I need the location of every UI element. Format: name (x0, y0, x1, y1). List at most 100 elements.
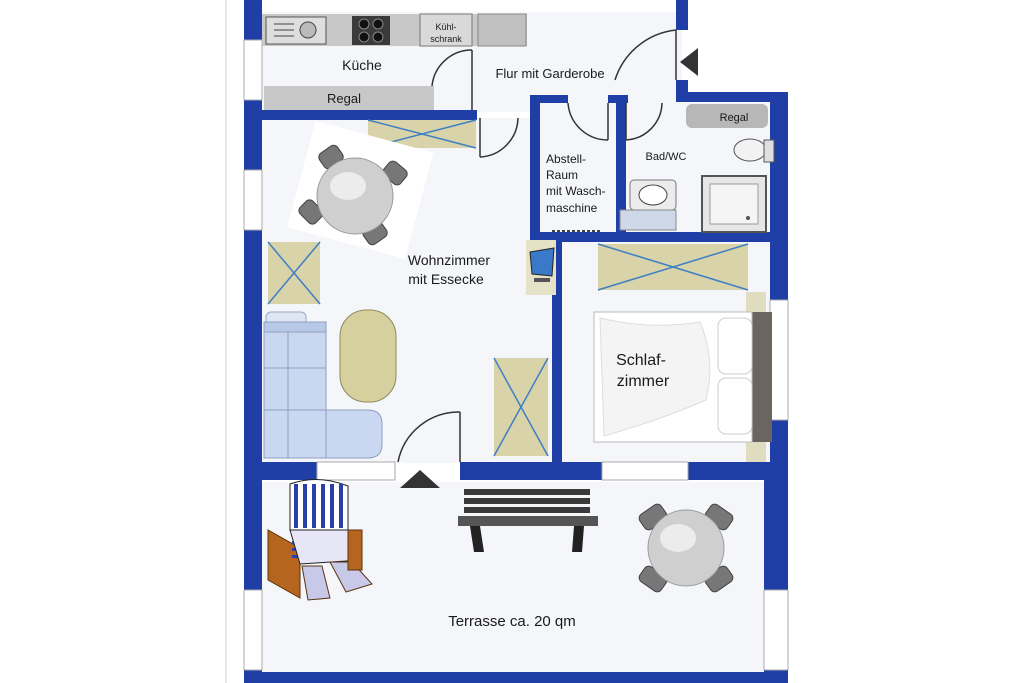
dining-set (287, 120, 434, 259)
strandkorb-stripe (330, 484, 334, 528)
table-highlight (660, 524, 696, 552)
duvet (599, 317, 711, 437)
window-terrace-left (243, 589, 263, 671)
vanity (619, 209, 677, 231)
cabinet-living-right-cross (493, 357, 549, 457)
wall-terrace-c (688, 462, 788, 480)
strandkorb-side-right (347, 529, 363, 571)
window-living (243, 169, 263, 231)
burner (358, 18, 370, 30)
dining-chair (298, 199, 324, 225)
tv-screen-icon (529, 247, 555, 277)
label-bad: Bad/WC (646, 151, 687, 163)
kitchen-cabinet (477, 13, 527, 47)
burner (358, 31, 370, 43)
kitchen-counter (262, 13, 527, 110)
shower-drain-icon (746, 216, 750, 220)
terrace-dining-set (638, 503, 734, 593)
window-kitchen (243, 39, 263, 101)
bench (458, 489, 598, 552)
wall-bath-top (676, 92, 788, 102)
abstell-door-arc (567, 102, 609, 141)
sofa (263, 309, 397, 459)
label-wohnzimmer-1: Wohnzimmer (408, 252, 491, 268)
cabinets (267, 119, 749, 457)
wall-bedroom-top (530, 232, 780, 242)
strandkorb (267, 479, 373, 601)
strandkorb-stripe (312, 484, 316, 528)
entrance-door-arc (614, 29, 677, 81)
sofa-chaise (325, 409, 383, 459)
label-regal-kueche: Regal (327, 91, 361, 106)
label-terrasse: Terrasse ca. 20 qm (448, 613, 576, 630)
wall-right-upper (676, 80, 688, 92)
doors (397, 29, 677, 463)
strandkorb-stripe (303, 484, 307, 528)
wall-living-bedroom (552, 242, 562, 462)
wall-terrace-a (262, 462, 317, 480)
wall-abstell-left (530, 95, 540, 240)
windows (243, 39, 789, 671)
wall-top-left (244, 0, 262, 12)
burner (372, 31, 384, 43)
window-bedroom (769, 299, 789, 421)
label-schlafzimmer-2: zimmer (617, 373, 670, 390)
wall-top-right (676, 0, 688, 30)
label-regal-bad: Regal (720, 112, 749, 124)
shower-inner (709, 183, 759, 225)
label-abstell-2: Raum (546, 168, 578, 182)
wall-terrace-bottom (244, 672, 788, 683)
washbasin-bowl-icon (638, 184, 668, 206)
label-flur: Flur mit Garderobe (495, 66, 604, 81)
label-abstell-3: mit Wasch- (546, 184, 606, 198)
tv-foot (534, 278, 550, 282)
label-kuehlschrank-1: Kühl- (435, 22, 456, 32)
terrace-door-arc (397, 411, 461, 463)
table-highlight (330, 172, 366, 200)
sofa-base (263, 321, 327, 459)
toilet-tank (763, 139, 775, 163)
wardrobe-bedroom-cross (597, 243, 749, 291)
toilet-bowl-icon (733, 138, 767, 162)
window-terrace-right (763, 589, 789, 671)
bench-slat (464, 507, 590, 513)
headboard (752, 312, 772, 442)
pillow (717, 377, 753, 435)
strandkorb-side (267, 529, 301, 599)
bench-seat (458, 516, 598, 526)
window-living-terrace (316, 461, 396, 481)
strandkorb-stripe (339, 484, 343, 528)
nightstand (746, 440, 766, 462)
bath-fixtures (619, 104, 775, 233)
entrance-arrow-icon (680, 48, 698, 76)
living-door-arc (479, 117, 519, 158)
label-abstell-4: maschine (546, 201, 598, 215)
label-schlafzimmer-1: Schlaf- (616, 352, 666, 369)
coffee-table (339, 309, 397, 403)
label-wohnzimmer-2: mit Essecke (408, 271, 484, 287)
pillow (717, 317, 753, 375)
sofa-back (263, 321, 327, 333)
bench-slat (464, 489, 590, 495)
room-labels: Küche Kühl- schrank Regal Flur mit Garde… (327, 22, 748, 630)
kitchen-door-arc (431, 49, 473, 87)
label-abstell-1: Abstell- (546, 152, 586, 166)
bed (593, 292, 772, 462)
cabinet-living-left-cross (267, 241, 321, 305)
label-kueche: Küche (342, 57, 382, 73)
sink-basin (299, 21, 317, 39)
terrace-door-arrow-icon (400, 470, 440, 488)
label-kuehlschrank-2: schrank (430, 34, 462, 44)
bath-door-arc (625, 102, 663, 141)
strandkorb-stripe (294, 484, 298, 528)
fridge (419, 13, 473, 47)
wall-abstell-top-a (530, 95, 568, 103)
wall-terrace-b (460, 462, 602, 480)
bench-slat (464, 498, 590, 504)
bench-leg (572, 526, 584, 552)
strandkorb-stripe (321, 484, 325, 528)
bath-shelf (686, 104, 768, 128)
kitchen-shelf (264, 86, 434, 110)
